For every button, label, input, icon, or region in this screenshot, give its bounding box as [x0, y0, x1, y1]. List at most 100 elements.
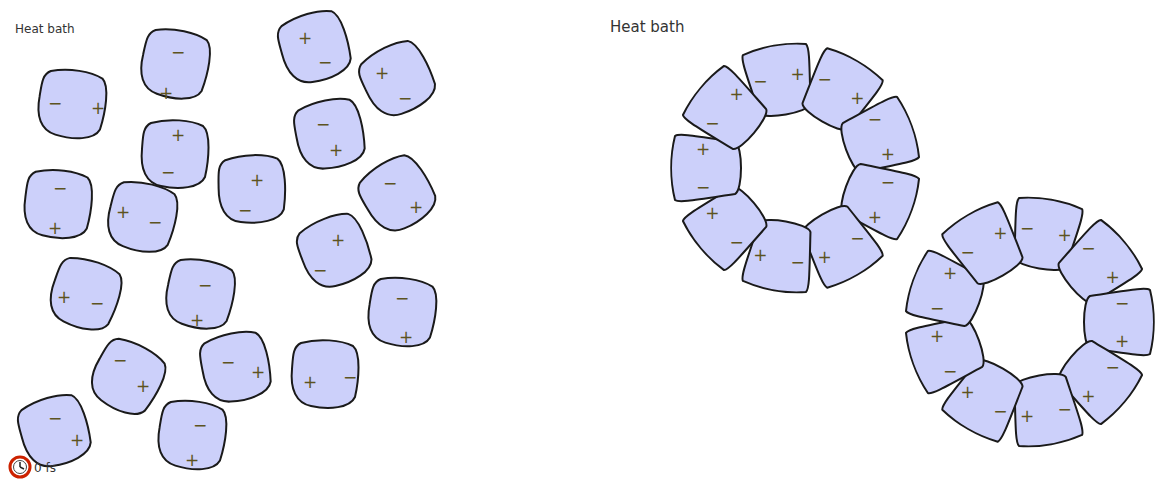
molecule-blob: −+: [198, 330, 274, 406]
charge-sign: +: [1106, 269, 1120, 286]
charge-sign: +: [1020, 407, 1034, 424]
charge-sign: −: [850, 230, 864, 247]
charge-sign: −: [193, 417, 207, 434]
molecule-blob: −+: [17, 394, 93, 470]
charge-sign: −: [868, 110, 882, 127]
panel-title: Heat bath: [610, 18, 684, 36]
molecule-blob: −+: [292, 97, 368, 173]
charge-sign: +: [185, 452, 199, 469]
molecule-blob: −+: [946, 206, 1026, 286]
charge-sign: +: [136, 378, 150, 395]
charge-sign: +: [881, 146, 895, 163]
charge-sign: +: [116, 204, 130, 221]
molecule-blob: −+: [162, 257, 238, 333]
charge-sign: +: [250, 172, 264, 189]
molecule-blob: +−: [297, 214, 373, 290]
charge-sign: +: [171, 127, 185, 144]
charge-sign: +: [91, 100, 105, 117]
charge-sign: +: [753, 247, 767, 264]
charge-sign: −: [730, 233, 744, 250]
charge-sign: −: [53, 180, 67, 197]
charge-sign: −: [1081, 240, 1095, 257]
charge-sign: +: [868, 209, 882, 226]
blob-outline: [104, 180, 180, 256]
charge-sign: +: [1081, 387, 1095, 404]
panel-title: Heat bath: [15, 22, 75, 36]
blob-outline: [946, 206, 1026, 286]
charge-sign: −: [753, 72, 767, 89]
charge-sign: −: [395, 290, 409, 307]
blob-outline: [292, 97, 368, 173]
clock-icon: [10, 457, 30, 477]
charge-sign: −: [48, 95, 62, 112]
blob-outline: [277, 10, 353, 86]
blob-outline: [137, 27, 213, 103]
molecule-blob: +−: [47, 257, 123, 333]
charge-sign: +: [57, 289, 71, 306]
charge-sign: −: [993, 403, 1007, 420]
charge-sign: −: [398, 90, 412, 107]
charge-sign: −: [238, 202, 252, 219]
charge-sign: −: [1020, 220, 1034, 237]
molecule-blob: −+: [799, 204, 879, 284]
molecule-blob: +−: [360, 42, 436, 118]
charge-sign: −: [316, 116, 330, 133]
molecule-blob: +−: [287, 337, 363, 413]
charge-sign: +: [48, 220, 62, 237]
blob-outline: [297, 214, 373, 290]
blob-outline: [907, 312, 987, 392]
charge-sign: −: [705, 115, 719, 132]
molecule-blob: +−: [137, 117, 213, 193]
charge-sign: −: [90, 295, 104, 312]
molecule-blob: +−: [104, 180, 180, 256]
charge-sign: −: [943, 363, 957, 380]
charge-sign: −: [817, 70, 831, 87]
charge-sign: +: [930, 327, 944, 344]
molecule-blob: −+: [34, 67, 110, 143]
charge-sign: −: [148, 214, 162, 231]
charge-sign: +: [251, 364, 265, 381]
charge-sign: −: [313, 262, 327, 279]
molecule-blob: −+: [360, 157, 436, 233]
charge-sign: +: [993, 224, 1007, 241]
charge-sign: +: [850, 89, 864, 106]
charge-sign: +: [1115, 333, 1129, 350]
charge-sign: +: [375, 65, 389, 82]
charge-sign: +: [329, 142, 343, 159]
molecule-blob: −+: [154, 398, 230, 474]
charge-sign: −: [930, 300, 944, 317]
charge-sign: −: [343, 369, 357, 386]
charge-sign: +: [399, 329, 413, 346]
charge-sign: +: [298, 30, 312, 47]
charge-sign: −: [318, 54, 332, 71]
molecule-blob: −+: [364, 275, 440, 351]
charge-sign: −: [161, 164, 175, 181]
charge-sign: +: [331, 232, 345, 249]
blob-outline: [360, 157, 436, 233]
charge-sign: +: [409, 199, 423, 216]
charge-sign: +: [943, 264, 957, 281]
charge-sign: +: [303, 374, 317, 391]
molecule-blob: +−: [214, 152, 290, 228]
blob-outline: [799, 204, 879, 284]
molecule-blob: −+: [907, 312, 987, 392]
charge-sign: −: [48, 410, 62, 427]
charge-sign: +: [960, 384, 974, 401]
charge-sign: −: [383, 175, 397, 192]
molecule-blob: −+: [89, 340, 165, 416]
charge-sign: +: [817, 249, 831, 266]
charge-sign: −: [1115, 295, 1129, 312]
molecule-blob: −+: [137, 27, 213, 103]
charge-sign: +: [696, 141, 710, 158]
charge-sign: +: [190, 312, 204, 329]
charge-sign: −: [221, 354, 235, 371]
charge-sign: +: [1058, 226, 1072, 243]
charge-sign: +: [159, 85, 173, 102]
molecule-blob: −+: [20, 167, 96, 243]
charge-sign: −: [198, 277, 212, 294]
charge-sign: +: [70, 432, 84, 449]
charge-sign: −: [171, 44, 185, 61]
molecule-blob: −+: [838, 98, 918, 178]
charge-sign: −: [1106, 358, 1120, 375]
charge-sign: −: [960, 243, 974, 260]
